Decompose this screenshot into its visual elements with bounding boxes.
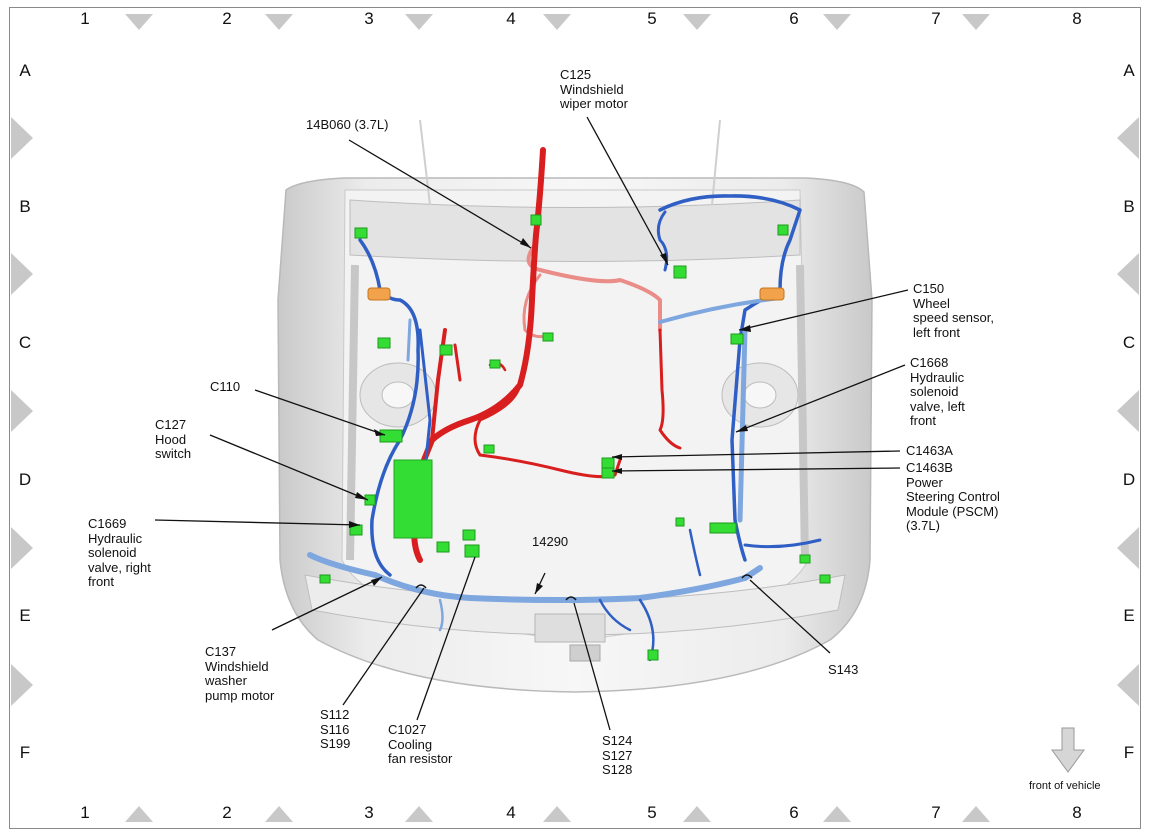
leader-lines [154,116,909,731]
grid-col-5-bottom: 5 [647,803,657,822]
grid-row-b: B [19,197,31,216]
callout-c150: C150 Wheel speed sensor, left front [913,281,994,340]
grid-col-4-bottom: 4 [506,803,516,822]
harness-brackets [367,287,785,301]
callout-s143: S143 [828,662,859,677]
callout-s124: S124 S127 S128 [602,733,633,777]
leader-arrowheads [349,238,751,594]
callout-c110: C110 [210,379,241,394]
callout-c1027: C1027 Cooling fan resistor [388,722,453,766]
relay-box [393,459,433,539]
callout-14b060: 14B060 (3.7L) [306,117,389,132]
grid-markers [11,14,1139,822]
grid-row-b-right: B [1123,197,1135,216]
grid-row-e-right: E [1123,606,1135,625]
grid-col-8-bottom: 8 [1072,803,1082,822]
grid-col-4: 4 [506,9,516,28]
callout-c1463b: C1463B Power Steering Control Module (PS… [906,460,1000,533]
grid-row-e: E [19,606,31,625]
splice-markers [415,574,753,601]
grid-row-c-right: C [1122,333,1136,352]
grid-col-6-bottom: 6 [789,803,799,822]
grid-col-7: 7 [931,9,941,28]
grid-col-6: 6 [789,9,799,28]
grid-col-8: 8 [1072,9,1082,28]
grid-col-2: 2 [222,9,232,28]
grid-col-7-bottom: 7 [931,803,941,822]
diagram-frame [9,7,1141,829]
callout-c1463a: C1463A [906,443,953,458]
grid-col-1-bottom: 1 [80,803,90,822]
grid-row-d: D [18,470,32,489]
grid-row-f-right: F [1123,743,1135,762]
grid-row-a: A [19,61,31,80]
grid-col-3-bottom: 3 [364,803,374,822]
harness-lines [307,147,822,662]
front-of-vehicle-label: front of vehicle [1029,780,1101,792]
callout-c137: C137 Windshield washer pump motor [205,644,275,703]
callout-14290: 14290 [532,534,569,549]
grid-col-1: 1 [80,9,90,28]
grid-row-d-right: D [1122,470,1136,489]
front-arrow-icon [1051,727,1085,773]
callout-c1668: C1668 Hydraulic solenoid valve, left fro… [910,355,965,428]
callout-c1669: C1669 Hydraulic solenoid valve, right fr… [88,516,151,589]
grid-col-3: 3 [364,9,374,28]
connectors [319,214,831,661]
callout-s112: S112 S116 S199 [320,707,351,751]
grid-col-2-bottom: 2 [222,803,232,822]
callout-c127: C127 Hood switch [155,417,192,461]
grid-col-5: 5 [647,9,657,28]
grid-row-f: F [19,743,31,762]
callout-c125: C125 Windshield wiper motor [560,67,628,111]
grid-row-a-right: A [1123,61,1135,80]
grid-row-c: C [18,333,32,352]
